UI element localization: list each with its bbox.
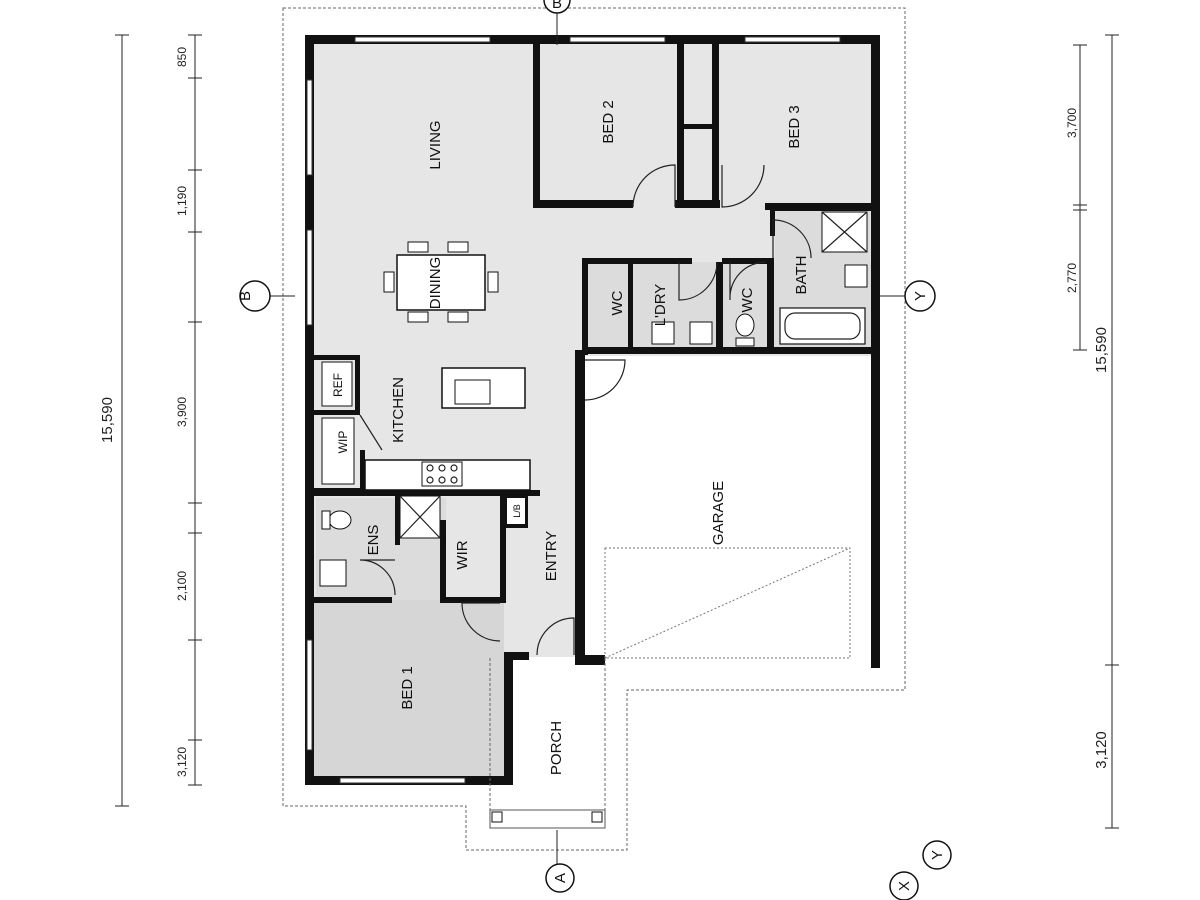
- room-label-laundry: L'DRY: [652, 284, 669, 327]
- sink: [454, 379, 491, 405]
- garage-car-outline: [604, 547, 851, 659]
- wall-wc1-right: [628, 262, 633, 350]
- wall-top-right: [530, 35, 880, 44]
- wall-wet-bottom: [582, 347, 875, 354]
- elevation-y-marker: [922, 840, 952, 870]
- room-label-wir: WIR: [454, 540, 471, 569]
- wall-left: [305, 35, 314, 785]
- door-laundry: [678, 261, 718, 301]
- floor-porch: [512, 658, 604, 810]
- wall-ens-right: [440, 520, 446, 600]
- wall-entry-left: [500, 490, 506, 600]
- room-label-wip: WIP: [336, 431, 350, 454]
- room-label-bed1: BED 1: [399, 666, 416, 709]
- bathtub: [779, 307, 866, 345]
- window-bed1-left: [306, 639, 313, 751]
- door-bed1: [461, 602, 501, 642]
- window-living: [354, 36, 491, 43]
- dim-right-lower: 3,120: [1093, 731, 1110, 769]
- gridline-y-right-label: Y: [912, 291, 929, 301]
- wall-bed1-right: [504, 655, 513, 785]
- wall-right: [871, 35, 880, 668]
- room-label-linen: L/B: [512, 504, 522, 518]
- door-bath: [772, 219, 812, 259]
- wall-wir-bottom: [440, 597, 506, 603]
- room-label-dining: DINING: [427, 257, 444, 310]
- wall-ref-right: [355, 355, 360, 410]
- dim-left-seg-1: 850: [175, 47, 189, 67]
- room-label-entry: ENTRY: [543, 531, 560, 582]
- floor-bed1: [312, 600, 504, 780]
- elevation-x-label: X: [896, 881, 913, 891]
- dim-right-total: 15,590: [1093, 327, 1110, 373]
- wall-wc2-right: [767, 258, 774, 350]
- window-bed2: [569, 36, 666, 43]
- wall-ens-shower: [395, 495, 400, 545]
- room-label-wc1: WC: [609, 290, 626, 315]
- window-left-1: [306, 79, 313, 176]
- cooktop: [421, 461, 463, 487]
- dim-left-seg-4: 2,100: [175, 571, 189, 601]
- window-bed3: [744, 36, 841, 43]
- room-label-porch: PORCH: [548, 721, 565, 775]
- wall-robe-mid: [677, 124, 719, 129]
- gridline-b-left-label: B: [237, 291, 254, 301]
- dim-left-seg-3: 3,900: [175, 397, 189, 427]
- wall-kitchen-bottom: [312, 490, 540, 496]
- dim-left-total: 15,590: [99, 397, 116, 443]
- dim-left-seg-2: 1,190: [175, 186, 189, 216]
- room-label-garage: GARAGE: [710, 481, 727, 545]
- wall-bed1-top: [312, 597, 392, 603]
- door-entry: [536, 617, 575, 656]
- room-label-kitchen: KITCHEN: [390, 377, 407, 443]
- gridline-a-bottom-marker: [545, 863, 575, 893]
- dim-right-seg-1: 3,700: [1065, 108, 1079, 138]
- wall-bed-robe-bottom: [675, 200, 720, 208]
- gridline-y-right-marker: [904, 280, 936, 312]
- wall-entry-return: [504, 652, 529, 660]
- gridline-b-left-marker: [239, 280, 271, 312]
- wall-bath-top-shower: [770, 206, 875, 211]
- floor-garage: [585, 356, 872, 658]
- wall-bed2-left: [533, 40, 540, 208]
- room-label-ens: ENS: [365, 525, 382, 556]
- wall-garage-left: [575, 350, 585, 665]
- room-label-living: LIVING: [427, 120, 444, 169]
- door-garage: [584, 359, 626, 401]
- wall-wet-left: [582, 258, 588, 355]
- room-label-bath: BATH: [793, 256, 810, 295]
- window-left-2: [306, 229, 313, 326]
- room-label-wc2: WC: [739, 287, 756, 312]
- dim-left-seg-5: 3,120: [175, 747, 189, 777]
- wall-porch-return: [575, 655, 605, 665]
- wall-bed2-bottom-a: [533, 200, 633, 208]
- linen-cupboard: [505, 496, 527, 526]
- dim-right-seg-2: 2,770: [1065, 263, 1079, 293]
- elevation-x-marker: [889, 871, 919, 900]
- gridline-b-top-marker: [543, 0, 571, 14]
- wall-wet-top-b: [722, 258, 774, 264]
- gridline-a-bottom-label: A: [552, 873, 569, 883]
- window-bed1-bottom: [339, 777, 466, 784]
- room-label-bed2: BED 2: [600, 100, 617, 143]
- wall-wip-right: [360, 450, 365, 493]
- door-wc2: [729, 261, 767, 301]
- lot-boundary: [282, 7, 906, 851]
- door-wip: [359, 414, 383, 451]
- room-label-ref: REF: [331, 373, 345, 397]
- door-ens: [359, 559, 396, 596]
- door-bed2: [632, 164, 676, 208]
- wall-lndry-right: [716, 262, 723, 350]
- wall-ref-top: [312, 355, 360, 360]
- room-label-bed3: BED 3: [786, 105, 803, 148]
- elevation-y-label: Y: [929, 850, 946, 860]
- dining-table: [396, 254, 486, 311]
- wall-wip-top: [312, 410, 360, 415]
- door-bed3: [721, 164, 765, 208]
- gridline-b-top-label: B: [552, 0, 562, 12]
- wall-wet-top-a: [582, 258, 692, 264]
